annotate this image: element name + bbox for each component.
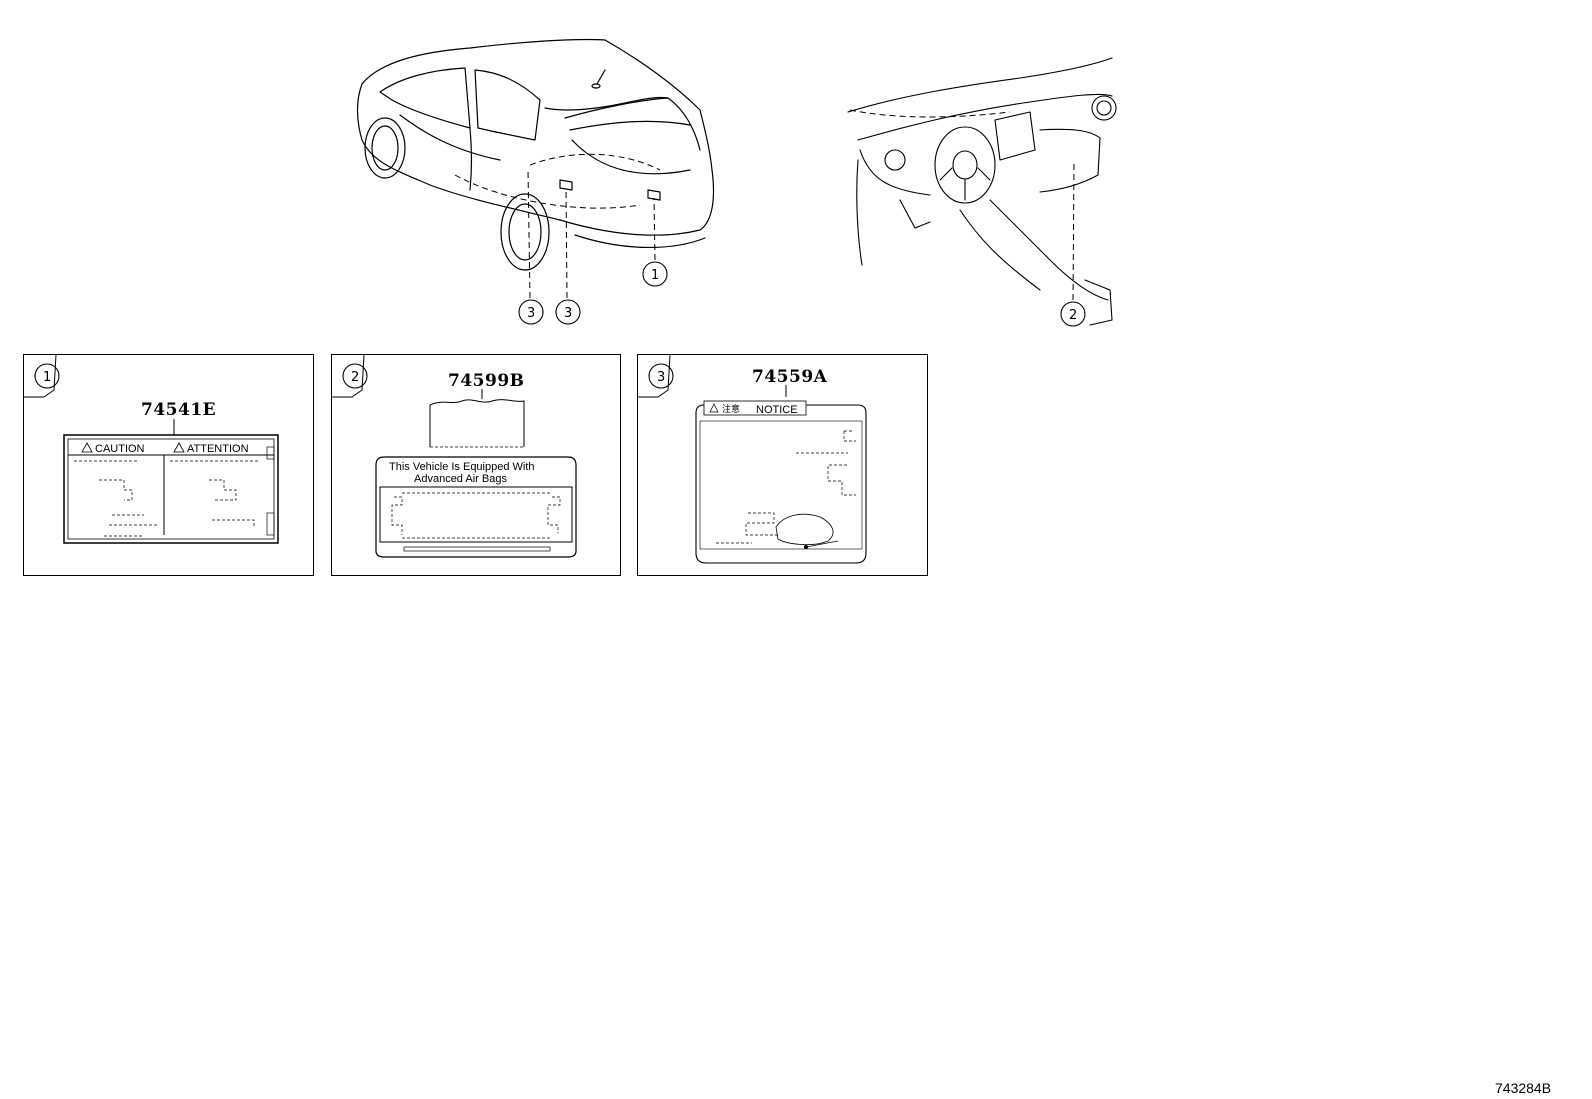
svg-text:注意: 注意 xyxy=(722,403,740,414)
car-callout-3a: 3 xyxy=(527,306,535,321)
panel-3-part-number: 74559A xyxy=(752,367,828,387)
panel-2-line2: Advanced Air Bags xyxy=(414,473,507,485)
panel-1-attention-text: ATTENTION xyxy=(187,443,249,455)
figure-reference-number: 743284B xyxy=(1495,1080,1552,1096)
car-callout-3b: 3 xyxy=(564,306,572,321)
car-rear-illustration: 1 3 3 xyxy=(356,38,715,325)
panel-1-part-number: 74541E xyxy=(141,400,216,420)
panel-2: 2 74599B This Vehicle Is Equipped With A… xyxy=(331,354,621,576)
panel-1: 1 74541E CAUTION ATTENTION xyxy=(23,354,314,576)
panel-2-line1: This Vehicle Is Equipped With xyxy=(389,461,535,473)
panel-1-graphic: 1 74541E CAUTION ATTENTION xyxy=(24,355,279,544)
panel-3-graphic: 3 74559A 注意 NOTICE xyxy=(638,355,867,564)
panel-2-part-number: 74599B xyxy=(448,371,525,391)
panel-3-notice-text: NOTICE xyxy=(756,404,798,416)
panel-3: 3 74559A 注意 NOTICE xyxy=(637,354,928,576)
dashboard-illustration: 2 xyxy=(847,57,1117,327)
panel-1-caution-text: CAUTION xyxy=(95,443,145,455)
dashboard-callout-2: 2 xyxy=(1069,308,1077,323)
panel-3-index: 3 xyxy=(657,370,665,385)
panel-1-index: 1 xyxy=(43,370,51,385)
panel-2-index: 2 xyxy=(351,370,359,385)
panel-2-graphic: 2 74599B This Vehicle Is Equipped With A… xyxy=(332,355,577,558)
car-callout-1: 1 xyxy=(651,268,659,283)
